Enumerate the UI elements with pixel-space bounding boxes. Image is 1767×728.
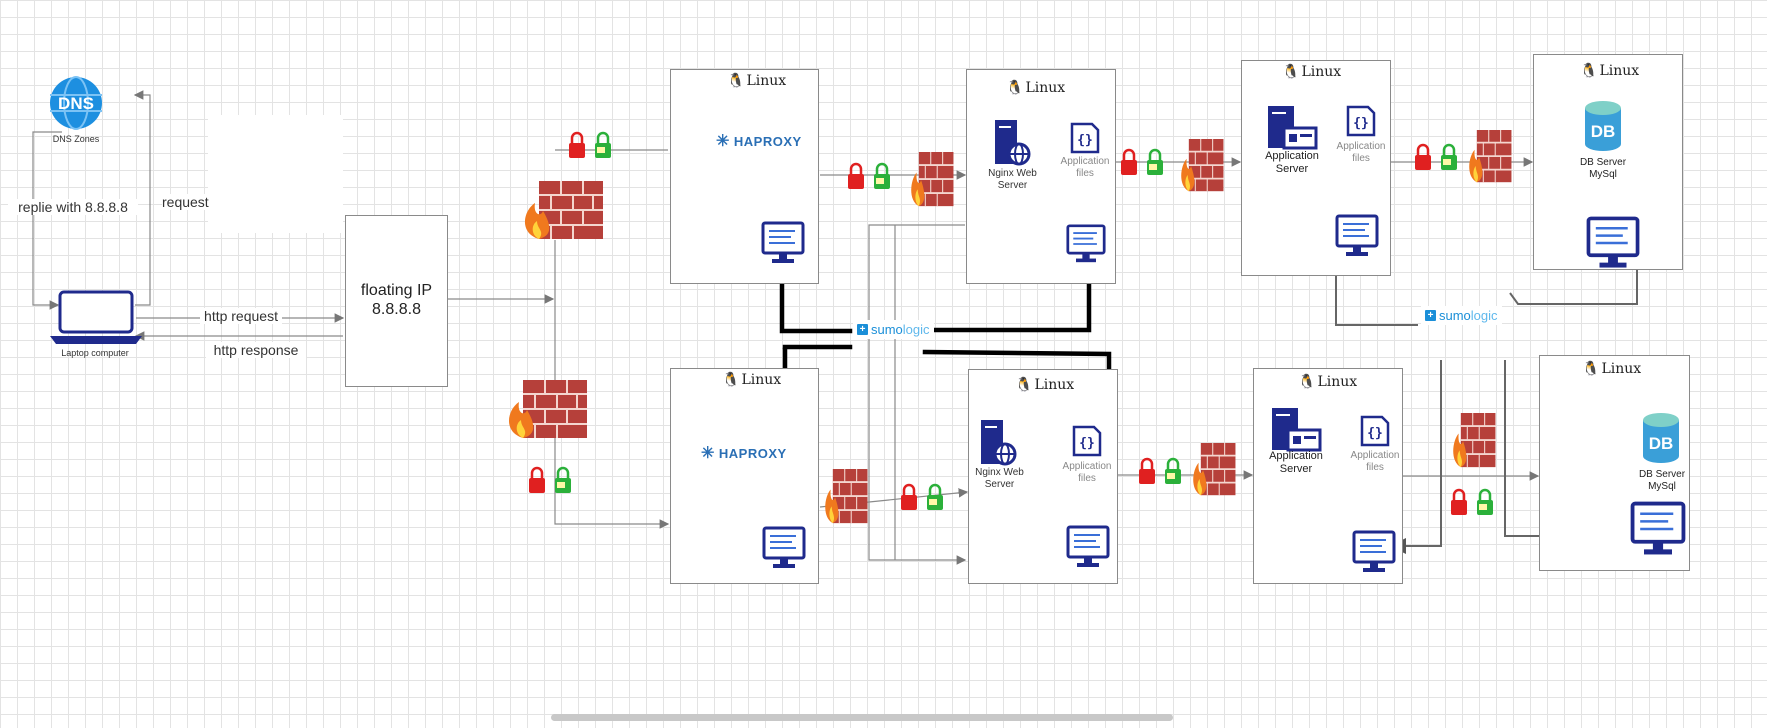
web-server-icon-bottom <box>979 420 1019 466</box>
firewall-icon <box>509 380 587 438</box>
monitor-icon <box>762 526 806 568</box>
firewall-icon <box>1193 443 1236 496</box>
monitor-icon <box>1335 214 1379 256</box>
floating-ip-title: floating IP <box>360 282 433 299</box>
floating-ip-address: 8.8.8.8 <box>372 301 421 318</box>
ssl-lock-icons <box>901 483 943 510</box>
svg-text:{}: {} <box>1353 116 1369 131</box>
tux-icon: 🐧 <box>1298 374 1316 390</box>
tux-icon: 🐧 <box>1282 64 1300 80</box>
tux-icon: 🐧 <box>1006 80 1024 96</box>
app-server-icon-top <box>1266 104 1318 150</box>
app-files-icon-web-top: {} <box>1070 122 1100 154</box>
linux-logo-app-top: 🐧Linux <box>1282 64 1342 80</box>
laptop-label: Laptop computer <box>61 348 129 358</box>
reply-edge-label: replie with 8.8.8.8 <box>8 199 138 216</box>
ssl-lock-icons <box>569 131 611 158</box>
haproxy-logo-top: ✳HAPROXY <box>716 133 802 150</box>
dns-zones-label: DNS Zones <box>52 134 100 144</box>
app-files-icon-app-bottom: {} <box>1360 415 1390 447</box>
monitor-icon <box>1066 224 1106 263</box>
tux-icon: 🐧 <box>1582 361 1600 377</box>
app-files-icon-web-bottom: {} <box>1072 425 1102 457</box>
linux-logo-db-top: 🐧Linux <box>1580 63 1640 79</box>
web-server-icon-top <box>993 120 1033 166</box>
db-icon-top: DB <box>1584 100 1622 152</box>
linux-logo-app-bottom: 🐧Linux <box>1298 374 1358 390</box>
svg-text:DNS: DNS <box>58 94 94 113</box>
app-files-icon-app-top: {} <box>1346 105 1376 137</box>
svg-text:{}: {} <box>1079 436 1095 451</box>
linux-logo-web-top: 🐧Linux <box>1006 80 1066 96</box>
linux-logo-web-bottom: 🐧Linux <box>1015 377 1075 393</box>
db-icon-bottom: DB <box>1642 412 1680 464</box>
request-edge-label: request <box>162 194 209 211</box>
svg-text:DB: DB <box>1591 122 1616 141</box>
horizontal-scrollbar[interactable] <box>551 714 1173 721</box>
tux-icon: 🐧 <box>727 73 745 89</box>
svg-text:{}: {} <box>1077 133 1093 148</box>
ssl-lock-icons <box>1121 148 1163 175</box>
linux-logo-db-bottom: 🐧Linux <box>1582 361 1642 377</box>
firewall-icon <box>825 469 868 524</box>
ssl-lock-icons <box>1415 143 1457 170</box>
monitor-icon <box>1352 530 1396 572</box>
firewall-icon <box>1453 413 1496 468</box>
tux-icon: 🐧 <box>722 372 740 388</box>
haproxy-icon: ✳ <box>716 133 730 150</box>
svg-text:{}: {} <box>1367 426 1383 441</box>
monitor-icon <box>1066 525 1110 567</box>
haproxy-logo-bottom: ✳HAPROXY <box>701 445 787 462</box>
haproxy-icon: ✳ <box>701 445 715 462</box>
linux-logo-haproxy-top: 🐧Linux <box>727 73 787 89</box>
tux-icon: 🐧 <box>1015 377 1033 393</box>
http-request-label: http request <box>200 308 282 325</box>
app-server-icon-bottom <box>1270 406 1322 452</box>
dns-zones-icon: DNS <box>48 75 104 131</box>
firewall-icon <box>525 181 603 239</box>
ssl-lock-icons <box>1139 457 1181 484</box>
http-response-label: http response <box>206 342 306 359</box>
ssl-lock-icons <box>529 466 571 493</box>
tux-icon: 🐧 <box>1580 63 1598 79</box>
svg-text:DB: DB <box>1649 434 1674 453</box>
linux-logo-haproxy-bottom: 🐧Linux <box>722 372 782 388</box>
haproxy-cross-connector <box>868 224 967 565</box>
ssl-lock-icons <box>1451 488 1493 515</box>
monitor-icon <box>1586 216 1640 268</box>
dns-request-connector <box>133 90 151 306</box>
sumologic-icon: + <box>857 324 868 335</box>
firewall-icon <box>1469 130 1512 183</box>
laptop-icon <box>50 290 142 346</box>
sumologic-icon: + <box>1425 310 1436 321</box>
dns-reply-connector <box>32 131 62 310</box>
floating-ip-node <box>345 215 448 387</box>
ssl-lock-icons <box>848 162 890 189</box>
firewall-icon <box>911 152 954 207</box>
monitor-icon <box>1630 501 1686 555</box>
blank-overlay <box>208 115 343 233</box>
monitor-icon <box>761 221 805 263</box>
firewall-icon <box>1181 139 1224 192</box>
